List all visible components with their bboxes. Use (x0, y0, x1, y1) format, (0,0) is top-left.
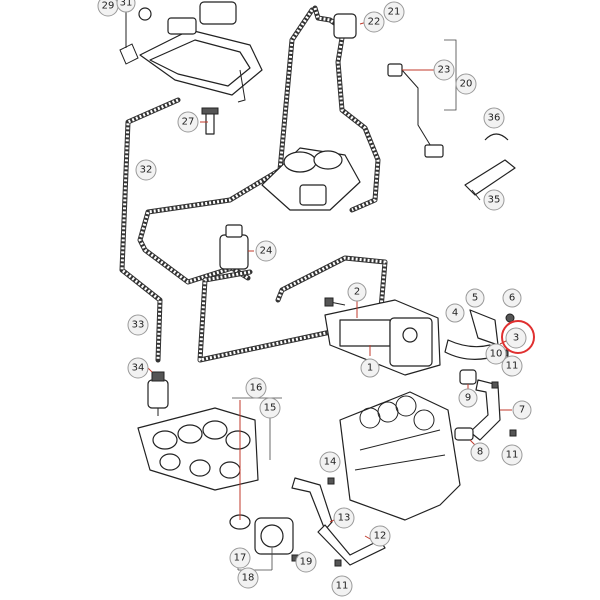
callout-7[interactable]: 7 (512, 400, 532, 420)
callout-22[interactable]: 22 (363, 11, 385, 33)
svg-text:27: 27 (182, 117, 195, 128)
svg-text:15: 15 (264, 403, 277, 414)
callout-6[interactable]: 6 (502, 288, 522, 308)
callout-33[interactable]: 33 (127, 314, 149, 336)
svg-text:1: 1 (367, 363, 373, 374)
svg-text:17: 17 (234, 553, 247, 564)
callout-2[interactable]: 2 (347, 282, 367, 302)
pipe-7 (469, 379, 501, 441)
svg-text:2: 2 (354, 287, 360, 298)
svg-text:6: 6 (509, 293, 515, 304)
callout-21[interactable]: 21 (383, 1, 405, 23)
clip-36 (484, 133, 509, 141)
svg-text:11: 11 (506, 450, 519, 461)
svg-text:22: 22 (368, 17, 381, 28)
part-5 (469, 309, 499, 346)
svg-text:20: 20 (460, 79, 473, 90)
svg-text:35: 35 (488, 195, 501, 206)
callout-14[interactable]: 14 (319, 451, 341, 473)
svg-text:32: 32 (140, 165, 153, 176)
bolt-6 (505, 313, 515, 323)
svg-text:8: 8 (477, 447, 483, 458)
svg-text:14: 14 (324, 457, 337, 468)
callout-16[interactable]: 16 (245, 377, 267, 399)
gasket-9 (459, 369, 477, 385)
callout-29[interactable]: 29 (97, 0, 119, 17)
callout-10[interactable]: 10 (485, 343, 507, 365)
svg-text:13: 13 (338, 513, 351, 524)
gasket-8 (454, 427, 474, 441)
sensor-22 (333, 13, 357, 39)
intake-manifold (137, 407, 259, 491)
callout-23[interactable]: 23 (433, 59, 455, 81)
throttle-body-18 (254, 517, 294, 555)
callout-15[interactable]: 15 (259, 397, 281, 419)
svg-text:18: 18 (242, 573, 255, 584)
svg-text:11: 11 (336, 581, 349, 592)
svg-text:29: 29 (102, 1, 115, 12)
callout-11-block[interactable]: 11 (501, 444, 523, 466)
callout-12[interactable]: 12 (369, 525, 391, 547)
svg-text:23: 23 (438, 65, 451, 76)
svg-text:36: 36 (488, 113, 501, 124)
clamp-35 (464, 159, 516, 201)
callout-27[interactable]: 27 (177, 111, 199, 133)
bracket-assembly (119, 1, 263, 103)
svg-text:4: 4 (452, 308, 458, 319)
svg-text:33: 33 (132, 320, 145, 331)
callout-19[interactable]: 19 (295, 551, 317, 573)
callout-35[interactable]: 35 (483, 189, 505, 211)
svg-text:5: 5 (472, 293, 478, 304)
callout-17[interactable]: 17 (229, 547, 251, 569)
highlight-ring-3 (501, 320, 535, 354)
callouts: 29 31 21 22 23 20 27 36 32 35 24 2 5 6 4… (97, 0, 535, 597)
callout-8[interactable]: 8 (470, 442, 490, 462)
callout-4[interactable]: 4 (445, 303, 465, 323)
svg-text:9: 9 (465, 393, 471, 404)
svg-text:11: 11 (506, 361, 519, 372)
callout-34[interactable]: 34 (127, 357, 149, 379)
svg-text:16: 16 (250, 383, 263, 394)
callout-36[interactable]: 36 (483, 107, 505, 129)
callout-13[interactable]: 13 (333, 507, 355, 529)
callout-3[interactable]: 3 (505, 327, 527, 349)
bolt-2 (324, 297, 346, 307)
callout-9[interactable]: 9 (458, 388, 478, 408)
svg-text:10: 10 (490, 349, 503, 360)
callout-5[interactable]: 5 (465, 288, 485, 308)
callout-18[interactable]: 18 (237, 567, 259, 589)
callout-11-egr[interactable]: 11 (501, 355, 523, 377)
vacuum-pump-assembly (261, 147, 361, 211)
svg-text:21: 21 (388, 7, 401, 18)
svg-text:7: 7 (519, 405, 525, 416)
svg-text:24: 24 (260, 246, 273, 257)
bolt-27 (201, 107, 219, 135)
svg-text:12: 12 (374, 531, 387, 542)
egr-pipe-13 (291, 477, 386, 566)
svg-text:34: 34 (132, 363, 145, 374)
svg-text:3: 3 (513, 333, 519, 344)
sensor-23 (387, 63, 444, 158)
svg-text:19: 19 (300, 557, 313, 568)
filter-34 (147, 371, 169, 416)
egr-cooler-1 (324, 299, 441, 376)
callout-20[interactable]: 20 (455, 73, 477, 95)
solenoid-valve-24 (219, 224, 249, 270)
callout-11-bottom[interactable]: 11 (331, 575, 353, 597)
callout-31[interactable]: 31 (116, 0, 136, 13)
callout-32[interactable]: 32 (135, 159, 157, 181)
engine-block (339, 391, 461, 521)
callout-1[interactable]: 1 (360, 358, 380, 378)
svg-text:31: 31 (120, 0, 133, 9)
callout-24[interactable]: 24 (255, 240, 277, 262)
